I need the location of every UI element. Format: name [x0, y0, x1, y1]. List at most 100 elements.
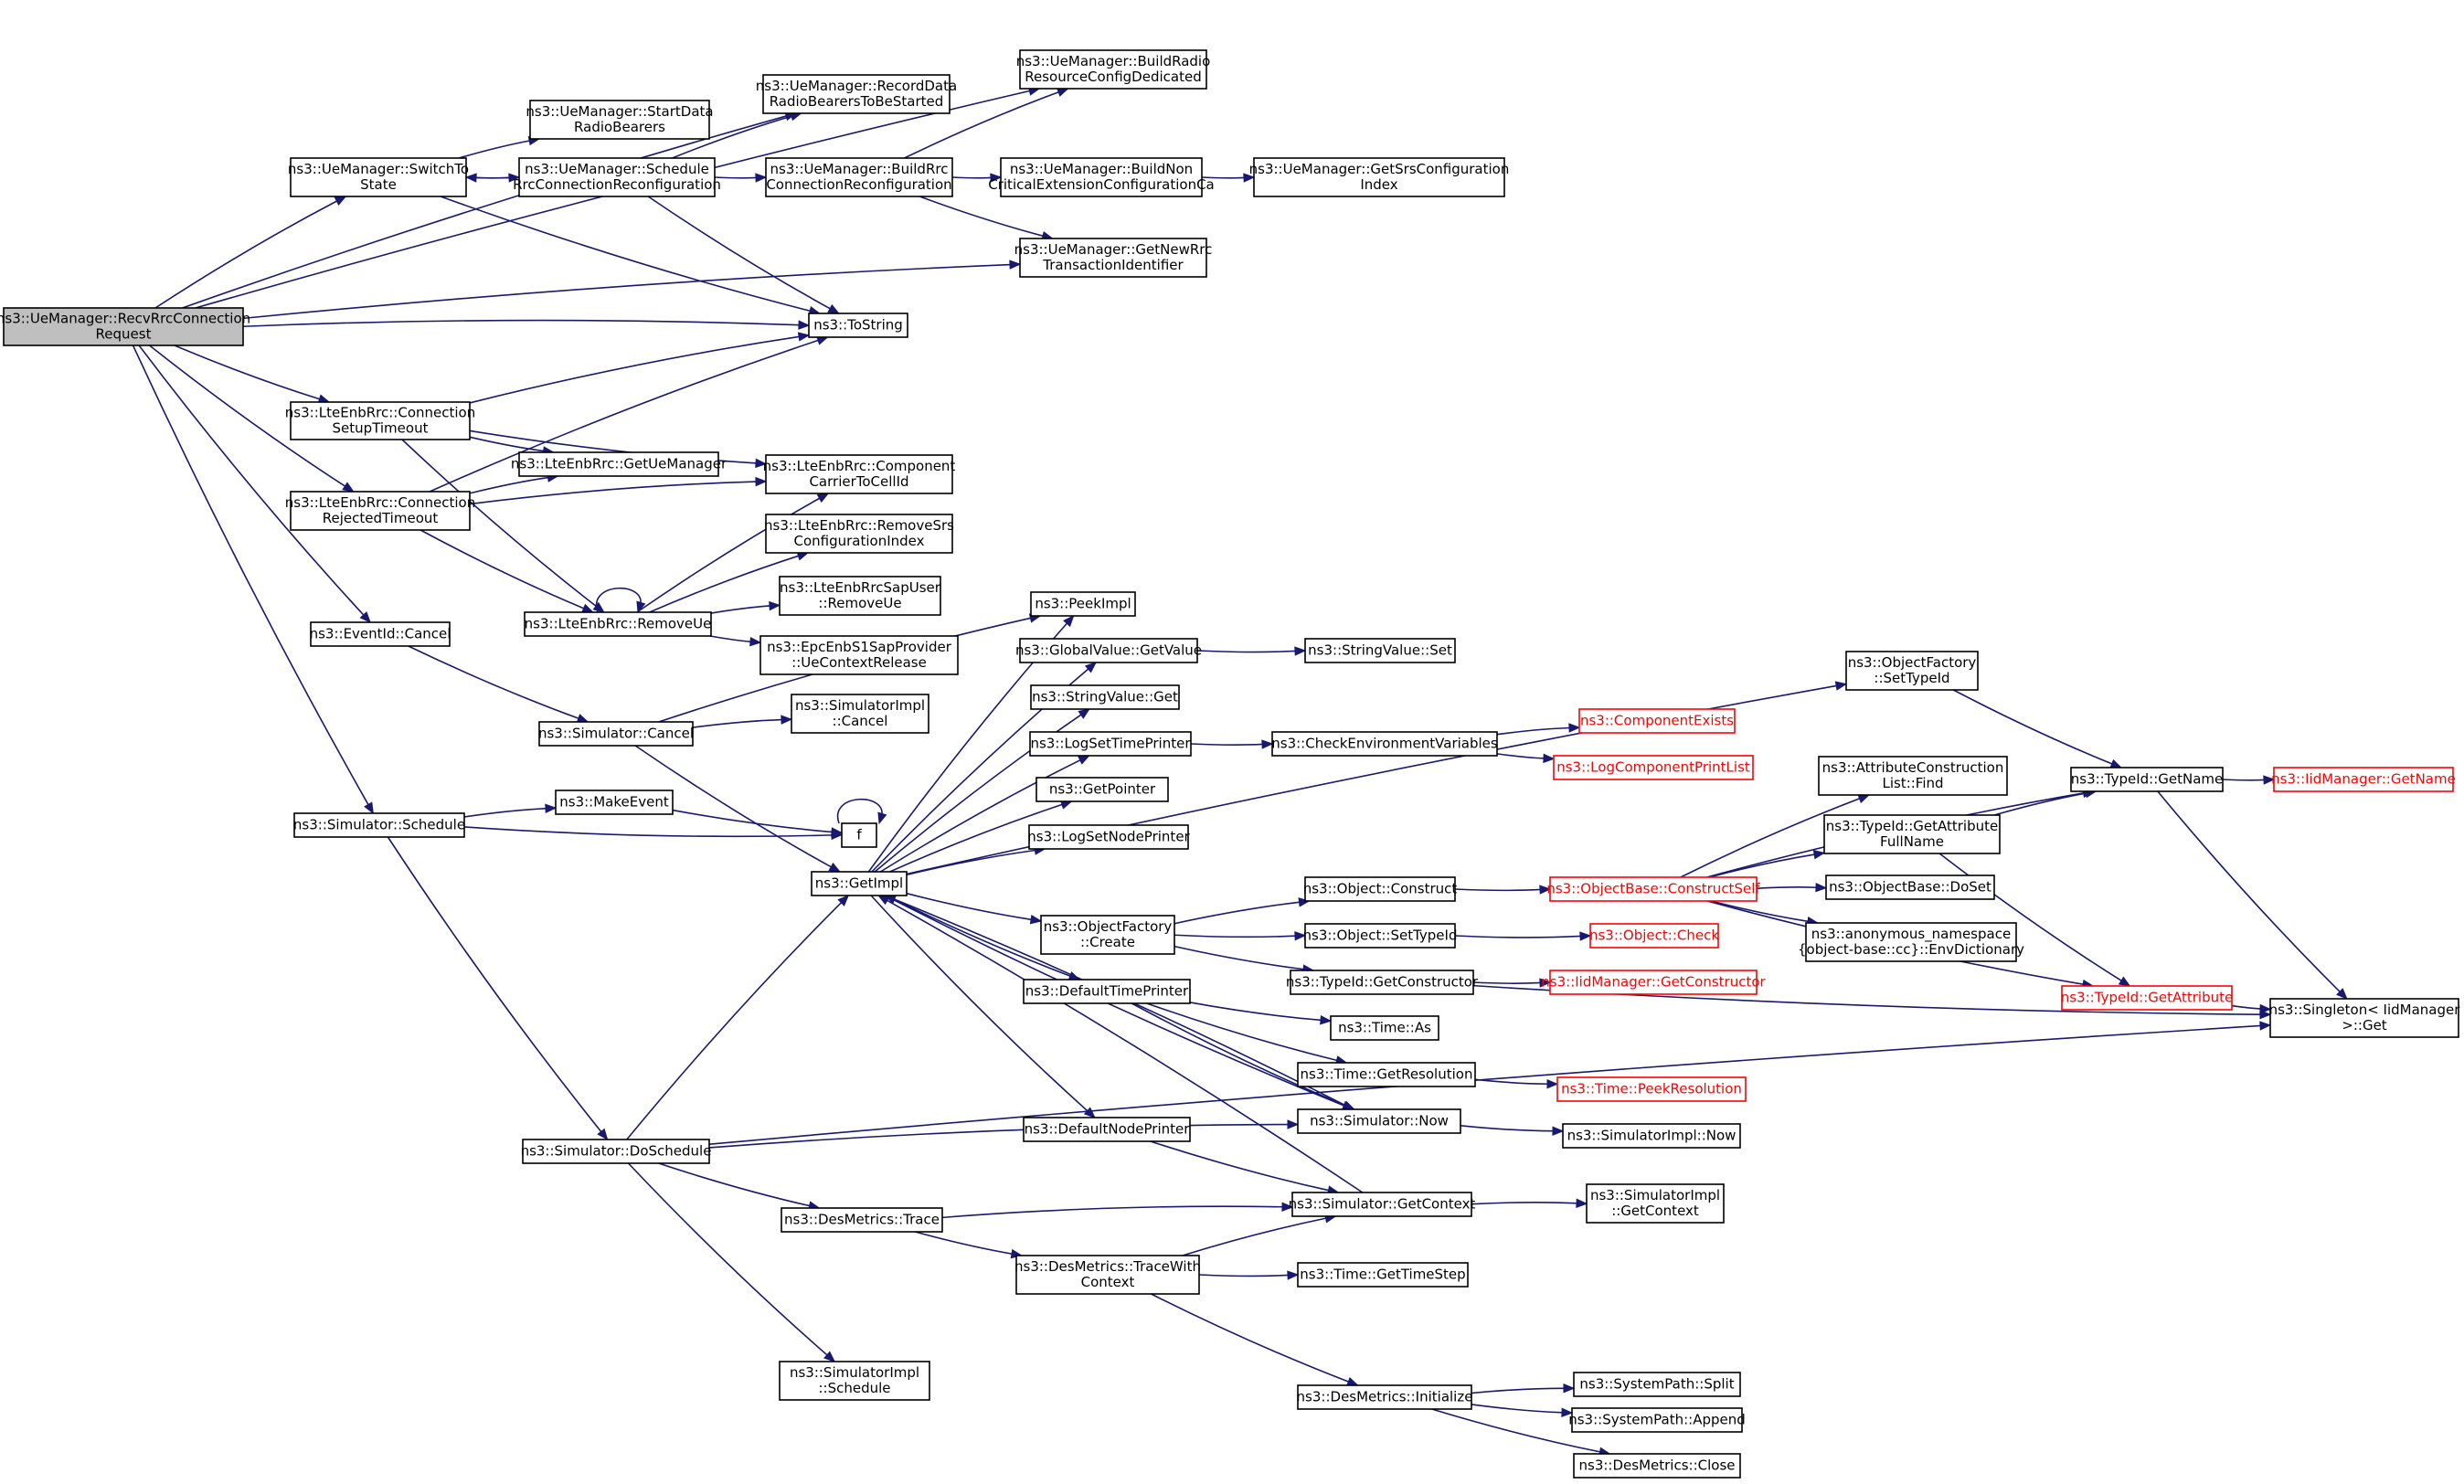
node-simImplCancel[interactable]: ns3::SimulatorImpl::Cancel [791, 694, 929, 734]
node-desClose[interactable]: ns3::DesMetrics::Close [1573, 1453, 1741, 1479]
node-f[interactable]: f [841, 822, 877, 848]
node-getNewRrc[interactable]: ns3::UeManager::GetNewRrcTransactionIden… [1014, 238, 1213, 278]
node-getPointer[interactable]: ns3::GetPointer [1036, 777, 1169, 802]
node-defNodePrinter[interactable]: ns3::DefaultNodePrinter [1023, 1117, 1191, 1142]
node-desInit[interactable]: ns3::DesMetrics::Initialize [1297, 1384, 1473, 1410]
node-spSplit[interactable]: ns3::SystemPath::Split [1573, 1372, 1741, 1397]
node-simImplNow[interactable]: ns3::SimulatorImpl::Now [1562, 1123, 1741, 1149]
node-toString[interactable]: ns3::ToString [808, 313, 908, 338]
node-singleton[interactable]: ns3::Singleton< IidManager>::Get [2269, 998, 2461, 1038]
arrowhead-icon [837, 895, 850, 906]
node-objCheck[interactable]: ns3::Object::Check [1589, 923, 1719, 949]
node-simImplGetCtx[interactable]: ns3::SimulatorImpl::GetContext [1586, 1183, 1725, 1224]
node-checkEnv[interactable]: ns3::CheckEnvironmentVariables [1271, 731, 1498, 757]
edge-line [1131, 1002, 1346, 1107]
node-getUeMgr[interactable]: ns3::LteEnbRrc::GetUeManager [511, 451, 728, 477]
node-iidGetName[interactable]: ns3::IidManager::GetName [2271, 767, 2456, 792]
node-objConstruct[interactable]: ns3::Object::Construct [1303, 876, 1458, 902]
node-buildRrc[interactable]: ns3::UeManager::BuildRrcConnectionReconf… [765, 157, 953, 197]
node-connRej[interactable]: ns3::LteEnbRrc::ConnectionRejectedTimeou… [285, 491, 475, 531]
node-ofCreate[interactable]: ns3::ObjectFactory::Create [1040, 915, 1175, 955]
node-objBaseCS[interactable]: ns3::ObjectBase::ConstructSelf [1546, 876, 1760, 902]
arrowhead-icon [1834, 681, 1848, 691]
node-svSet[interactable]: ns3::StringValue::Set [1304, 638, 1456, 663]
node-tidGetName[interactable]: ns3::TypeId::GetName [2070, 767, 2224, 792]
node-buildNon[interactable]: ns3::UeManager::BuildNonCriticalExtensio… [988, 157, 1215, 197]
node-box [290, 401, 471, 440]
edge-makeEvent-to-f [672, 809, 844, 837]
arrowhead-icon [359, 610, 372, 623]
node-envDict[interactable]: ns3::anonymous_namespace{object-base::cc… [1798, 922, 2024, 962]
node-makeEvent[interactable]: ns3::MakeEvent [555, 790, 674, 815]
edge-getImpl-to-logSetNode [906, 845, 1046, 876]
edge-desTraceWith-to-timeGetStep [1198, 1270, 1300, 1280]
node-box [290, 157, 467, 197]
edge-line [1454, 888, 1542, 892]
node-recordData[interactable]: ns3::UeManager::RecordDataRadioBearersTo… [756, 74, 957, 114]
arrowhead-icon [2259, 1021, 2272, 1031]
node-simGetContext[interactable]: ns3::Simulator::GetContext [1289, 1192, 1476, 1217]
node-box [2061, 985, 2233, 1011]
node-removeUe[interactable]: ns3::LteEnbRrc::RemoveUe [524, 611, 712, 637]
node-spAppend[interactable]: ns3::SystemPath::Append [1568, 1407, 1746, 1433]
node-buildRadio[interactable]: ns3::UeManager::BuildRadioResourceConfig… [1016, 49, 1211, 90]
node-objBaseDoSet[interactable]: ns3::ObjectBase::DoSet [1825, 874, 1995, 900]
edge-line [469, 335, 801, 404]
node-simCancel[interactable]: ns3::Simulator::Cancel [538, 721, 694, 747]
node-box [1578, 708, 1736, 734]
node-timeGetStep[interactable]: ns3::Time::GetTimeStep [1297, 1262, 1469, 1288]
node-svGet[interactable]: ns3::StringValue::Get [1030, 684, 1180, 710]
node-timeAs[interactable]: ns3::Time::As [1330, 1015, 1439, 1041]
node-logCompPrint[interactable]: ns3::LogComponentPrintList [1553, 755, 1754, 780]
edge-line [1174, 945, 1305, 970]
node-simSchedule[interactable]: ns3::Simulator::Schedule [293, 812, 465, 838]
node-iidGetCtor[interactable]: ns3::IidManager::GetConstructor [1541, 970, 1767, 995]
edge-line [182, 114, 788, 309]
node-simDoSchedule[interactable]: ns3::Simulator::DoSchedule [521, 1139, 712, 1164]
node-tidGetAttr[interactable]: ns3::TypeId::GetAttribute [2061, 985, 2233, 1011]
node-label: ns3::DesMetrics::TraceWith [1014, 1258, 1201, 1275]
node-tidGetCtor[interactable]: ns3::TypeId::GetConstructor [1286, 970, 1479, 995]
edge-connRej-to-removeUe [420, 529, 594, 613]
node-simImplSched[interactable]: ns3::SimulatorImpl::Schedule [779, 1361, 930, 1401]
node-schedRrc[interactable]: ns3::UeManager::ScheduleRrcConnectionRec… [513, 157, 721, 197]
node-removeSrs[interactable]: ns3::LteEnbRrc::RemoveSrsConfigurationIn… [764, 514, 954, 554]
node-compExists[interactable]: ns3::ComponentExists [1578, 708, 1736, 734]
node-box [779, 1361, 930, 1401]
arrowhead-icon [2263, 775, 2276, 785]
node-getImpl[interactable]: ns3::GetImpl [811, 871, 908, 896]
node-label: ns3::LteEnbRrc::Component [763, 458, 956, 474]
edge-desTrace-to-desTraceWith [915, 1231, 1024, 1259]
edge-desInit-to-spAppend [1471, 1404, 1574, 1418]
node-timePeekRes[interactable]: ns3::Time::PeekResolution [1556, 1076, 1747, 1102]
node-ueCtxRel[interactable]: ns3::EpcEnbS1SapProvider::UeContextRelea… [759, 635, 959, 675]
node-gvGetValue[interactable]: ns3::GlobalValue::GetValue [1015, 638, 1202, 663]
edge-buildRrc-to-getNewRrc [919, 196, 1054, 241]
node-label: ns3::Singleton< IidManager [2269, 1002, 2461, 1018]
node-objSetTypeId[interactable]: ns3::Object::SetTypeId [1303, 923, 1458, 949]
node-eventCancel[interactable]: ns3::EventId::Cancel [310, 621, 451, 647]
node-label: ns3::SimulatorImpl [790, 1364, 919, 1381]
node-timeGetRes[interactable]: ns3::Time::GetResolution [1297, 1062, 1476, 1087]
node-sapRemoveUe[interactable]: ns3::LteEnbRrcSapUser::RemoveUe [779, 576, 941, 616]
node-logSetTime[interactable]: ns3::LogSetTimePrinter [1029, 731, 1192, 757]
node-simNow[interactable]: ns3::Simulator::Now [1297, 1108, 1461, 1134]
node-peekImpl[interactable]: ns3::PeekImpl [1030, 591, 1136, 617]
node-label: ns3::Time::GetResolution [1301, 1066, 1473, 1083]
edge-line [1201, 176, 1246, 179]
edge-line [2231, 1004, 2262, 1010]
node-box [1028, 824, 1189, 850]
node-ofSetTypeId[interactable]: ns3::ObjectFactory::SetTypeId [1845, 651, 1979, 691]
node-desTrace[interactable]: ns3::DesMetrics::Trace [781, 1207, 943, 1233]
node-defTimePrinter[interactable]: ns3::DefaultTimePrinter [1023, 979, 1191, 1004]
node-logSetNode[interactable]: ns3::LogSetNodePrinter [1027, 824, 1191, 850]
